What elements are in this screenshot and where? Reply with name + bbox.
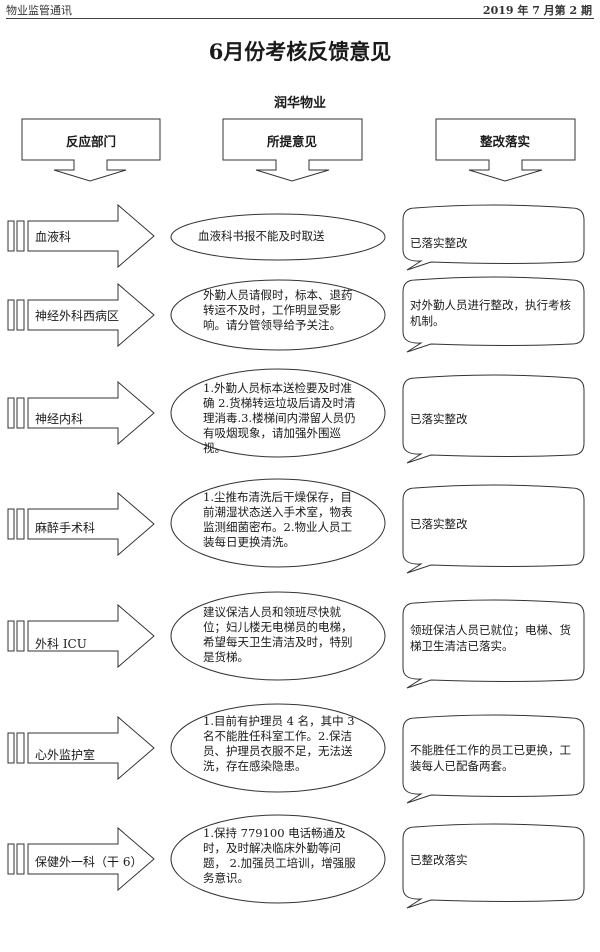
bar-marker bbox=[7, 508, 15, 540]
header-box-opinion bbox=[222, 118, 363, 182]
column-header-rectification: 整改落实 bbox=[479, 134, 530, 149]
column-header-shapes bbox=[21, 118, 576, 182]
department-arrow bbox=[27, 380, 155, 446]
department-label: 保健外一科（干 6） bbox=[35, 855, 143, 869]
row-shapes bbox=[7, 203, 585, 909]
company-subtitle: 润华物业 bbox=[273, 96, 326, 111]
bar-marker bbox=[16, 732, 25, 764]
bar-marker bbox=[7, 397, 15, 429]
column-header-opinion: 所提意见 bbox=[266, 134, 317, 149]
opinion-ellipse bbox=[170, 478, 386, 568]
department-label: 神经内科 bbox=[35, 412, 84, 426]
department-arrow bbox=[27, 203, 155, 269]
department-label: 外科 ICU bbox=[35, 637, 87, 651]
rectification-callout bbox=[402, 823, 585, 909]
department-arrow bbox=[27, 491, 155, 557]
opinion-ellipse bbox=[170, 703, 386, 793]
rectification-text: 已落实整改 bbox=[410, 412, 468, 426]
rectification-text: 已整改落实 bbox=[410, 853, 468, 867]
rectification-callout bbox=[402, 276, 585, 353]
rectification-text: 已落实整改 bbox=[410, 517, 468, 531]
bar-marker bbox=[7, 220, 15, 252]
department-label: 神经外科西病区 bbox=[35, 309, 120, 323]
rectification-callout bbox=[402, 204, 585, 271]
issue-label: 2019 年 7 月第 2 期 bbox=[482, 4, 592, 17]
department-arrow bbox=[27, 715, 155, 781]
rectification-text: 对外勤人员进行整改，执行考核机制。 bbox=[410, 298, 571, 328]
bar-marker bbox=[7, 299, 15, 331]
rectification-text: 不能胜任工作的员工已更换，工装每人已配备两套。 bbox=[410, 743, 571, 773]
bar-marker bbox=[16, 397, 25, 429]
column-header-department: 反应部门 bbox=[65, 134, 116, 149]
header-rule bbox=[6, 18, 594, 19]
rectification-callout bbox=[402, 374, 585, 464]
department-label: 麻醉手术科 bbox=[35, 521, 96, 535]
department-arrow bbox=[27, 826, 155, 892]
bar-marker bbox=[7, 843, 15, 875]
opinion-text: 1.目前有护理员 4 名，其中 3 名不能胜任科室工作。2.保洁员、护理员衣服不… bbox=[203, 714, 355, 773]
header-box-department bbox=[21, 118, 161, 182]
opinion-ellipse bbox=[170, 213, 386, 261]
opinion-text: 1.尘推布清洗后干燥保存，目前潮湿状态送入手术室，物表监测细菌密布。2.物业人员… bbox=[203, 490, 353, 549]
opinion-text: 血液科书报不能及时取送 bbox=[198, 229, 325, 243]
bar-marker bbox=[7, 732, 15, 764]
opinion-ellipse bbox=[170, 814, 386, 904]
rectification-callout bbox=[402, 484, 585, 574]
bar-marker bbox=[16, 299, 25, 331]
opinion-text: 1.外勤人员标本送检要及时准确 2.货梯转运垃圾后请及时清理消毒.3.楼梯间内滞… bbox=[203, 381, 356, 455]
bar-marker bbox=[16, 220, 25, 252]
rectification-callout bbox=[402, 714, 585, 804]
bar-marker bbox=[16, 843, 25, 875]
bar-marker bbox=[16, 620, 25, 652]
department-label: 心外监护室 bbox=[35, 748, 96, 762]
opinion-ellipse bbox=[170, 591, 386, 681]
department-arrow bbox=[27, 603, 155, 669]
opinion-text: 外勤人员请假时，标本、退药转运不及时，工作明显受影响。请分管领导给予关注。 bbox=[203, 288, 353, 332]
opinion-ellipse bbox=[170, 279, 386, 351]
opinion-text: 建议保洁人员和领班尽快就位；妇儿楼无电梯员的电梯，希望每天卫生清洁及时，特别是货… bbox=[203, 605, 353, 664]
department-label: 血液科 bbox=[35, 230, 72, 244]
rectification-callout bbox=[402, 599, 585, 689]
bar-marker bbox=[16, 508, 25, 540]
department-arrow bbox=[27, 282, 155, 348]
rectification-text: 已落实整改 bbox=[410, 236, 468, 250]
header-box-rectification bbox=[435, 118, 576, 182]
publication-name: 物业监管通讯 bbox=[6, 4, 72, 17]
page-title: 6月份考核反馈意见 bbox=[208, 39, 392, 64]
rectification-text: 领班保洁人员已就位；电梯、货梯卫生清洁已落实。 bbox=[410, 623, 571, 653]
opinion-ellipse bbox=[170, 368, 386, 458]
bar-marker bbox=[7, 620, 15, 652]
opinion-text: 1.保持 779100 电话畅通及时，及时解决临床外勤等问题， 2.加强员工培训… bbox=[203, 826, 356, 885]
